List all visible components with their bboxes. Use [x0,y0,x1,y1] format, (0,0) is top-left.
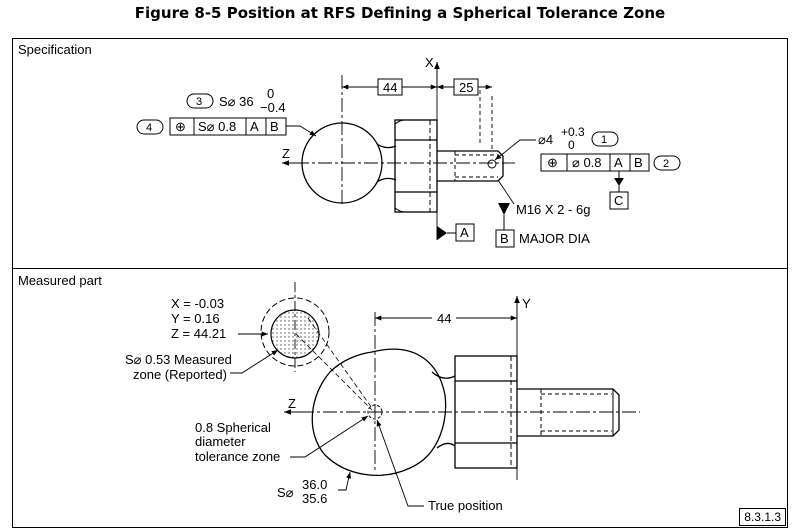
measured-zone-outer-dashed [260,297,330,367]
measured-size-upper: 36.0 [302,477,327,492]
reference-number: 8.3.1.3 [739,508,786,526]
spherical-zone-label-1: 0.8 Spherical [195,420,271,435]
datum-a: A [460,225,469,240]
spec-neck [376,143,397,183]
spec-hole-tol-upper: +0.3 [561,125,585,139]
major-dia-label: MAJOR DIA [519,231,590,246]
measured-thread-shaft [517,388,620,437]
spec-fcf-sphere: ⊕ S⌀ 0.8 A B [169,117,287,136]
fcf-datum-a: A [250,119,259,134]
coord-y: Y = 0.16 [171,311,220,326]
fcf-datum-a: A [614,155,623,170]
balloon-4: 4 [136,119,164,135]
measured-zone-label-2: zone (Reported) [133,367,227,382]
spec-sphere-size: S⌀ 36 [219,94,254,109]
spec-part-drawing [301,119,504,213]
spec-axis-z-label: Z [282,146,290,161]
svg-text:1: 1 [601,134,607,146]
spherical-zone-label-2: diameter [195,434,246,449]
spec-thread-callout: M16 X 2 - 6g [516,202,590,217]
measured-zone [270,309,320,359]
spec-cross-hole [487,159,497,169]
specification-label: Specification [18,42,92,57]
spec-axis-x-label: X [425,55,434,70]
fcf-tolerance: S⌀ 0.8 [198,119,236,134]
measured-part-label: Measured part [18,273,102,288]
fcf-position-symbol: ⊕ [547,155,558,170]
spec-hole-tol-lower: 0 [568,138,575,152]
spec-sphere-tol-lower: −0.4 [260,100,286,115]
spec-hex-body [394,119,438,213]
svg-text:4: 4 [146,122,152,134]
balloon-3: 3 [186,93,214,109]
panel-divider [12,268,788,269]
figure-frame [12,38,788,528]
measured-axis-z-label: Z [288,396,296,411]
measured-axis-y-label: Y [522,296,531,311]
spec-dim-44: 44 [383,80,397,95]
datum-b: B [500,231,509,246]
balloon-2: 2 [653,155,681,171]
measured-zone-label-1: S⌀ 0.53 Measured [125,352,232,367]
spherical-zone-label-3: tolerance zone [195,449,280,464]
measured-size-prefix: S⌀ [277,485,294,500]
datum-c: C [614,193,623,208]
spec-hole-size: ⌀4 [538,132,553,147]
fcf-position-symbol: ⊕ [175,119,186,134]
svg-text:3: 3 [196,96,202,108]
spec-sphere-tol-upper: 0 [267,86,274,101]
fcf-tolerance: ⌀ 0.8 [572,155,602,170]
balloon-1: 1 [591,131,619,147]
fcf-datum-b: B [634,155,643,170]
svg-text:2: 2 [663,158,669,170]
spec-dim-25: 25 [459,80,473,95]
measured-size-lower: 35.6 [302,491,327,506]
coord-z: Z = 44.21 [171,326,226,341]
spec-fcf-hole: ⊕ ⌀ 0.8 A B [540,153,650,172]
measured-dim-44: 44 [437,311,451,326]
coord-x: X = -0.03 [171,296,224,311]
figure-title: Figure 8-5 Position at RFS Defining a Sp… [134,4,666,22]
tolerance-zone [367,404,383,420]
measured-sphere [311,348,447,476]
true-position-label: True position [428,498,503,513]
spec-thread-shaft [437,150,504,182]
fcf-datum-b: B [270,119,279,134]
